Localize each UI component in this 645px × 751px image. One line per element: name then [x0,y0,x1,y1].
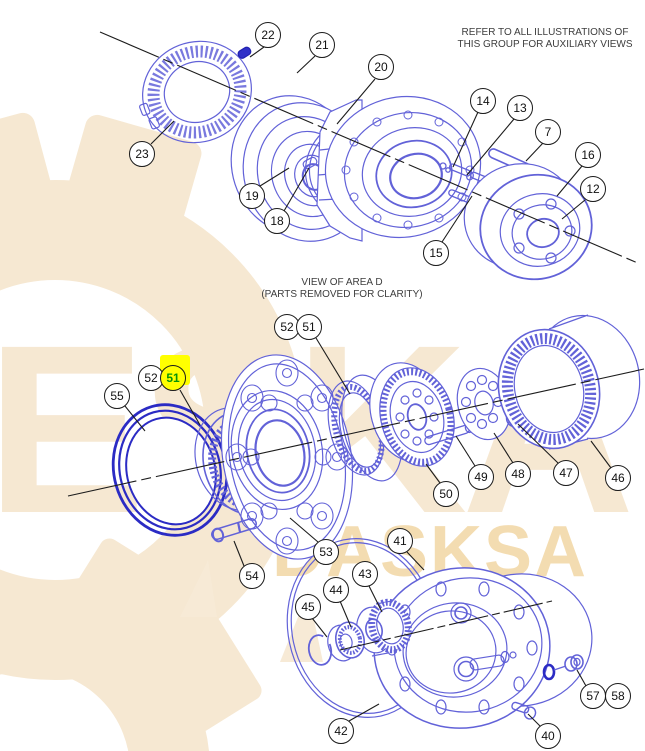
seal-part [111,403,229,537]
callout-41[interactable]: 41 [387,528,413,554]
callout-54[interactable]: 54 [239,563,265,589]
stud-part [211,517,257,543]
bottom-view-drawing [286,538,593,729]
carrier-part [373,567,593,729]
callout-7[interactable]: 7 [535,119,561,145]
callout-58[interactable]: 58 [605,683,631,709]
callout-46[interactable]: 46 [605,465,631,491]
callout-53[interactable]: 53 [313,539,339,565]
callout-16[interactable]: 16 [575,142,601,168]
hub-part [220,354,354,560]
callout-23[interactable]: 23 [129,141,155,167]
callout-51-left-highlighted[interactable]: 51 [160,365,186,391]
callout-52-top[interactable]: 52 [274,314,300,340]
callout-12[interactable]: 12 [580,176,606,202]
gear-part [369,362,455,467]
callout-55[interactable]: 55 [104,383,130,409]
ring-gear-part [497,314,641,450]
callout-42[interactable]: 42 [328,718,354,744]
callout-43[interactable]: 43 [352,561,378,587]
callout-13[interactable]: 13 [507,95,533,121]
housing-part [316,95,482,242]
callout-20[interactable]: 20 [368,54,394,80]
callout-57[interactable]: 57 [580,683,606,709]
callout-40[interactable]: 40 [535,723,561,749]
view-caption-line2: (PARTS REMOVED FOR CLARITY) [261,288,423,300]
callout-15[interactable]: 15 [423,240,449,266]
callout-49[interactable]: 49 [468,464,494,490]
coupling-part [327,621,365,662]
washer-plug-parts [542,654,584,681]
drum-part [463,163,593,281]
callout-22[interactable]: 22 [255,22,281,48]
view-caption-line1: VIEW OF AREA D [301,277,383,288]
callout-48[interactable]: 48 [505,461,531,487]
carrier-rim-holes [386,581,538,715]
callout-14[interactable]: 14 [470,88,496,114]
housing-bolt-holes [341,110,475,230]
callout-51-top[interactable]: 51 [296,314,322,340]
bolt-part [511,701,537,720]
callout-18[interactable]: 18 [264,208,290,234]
middle-view-drawing [111,314,641,560]
leader-lines [67,31,645,728]
plug-part [237,46,252,59]
sun-gear-part [356,598,412,657]
auxiliary-views-note: REFER TO ALL ILLUSTRATIONS OF THIS GROUP… [445,27,645,50]
callout-50[interactable]: 50 [433,481,459,507]
callout-44[interactable]: 44 [323,577,349,603]
view-caption: VIEW OF AREA D (PARTS REMOVED FOR CLARIT… [231,277,453,300]
perforated-ring-part [139,40,252,144]
snap-ring-part [307,634,333,666]
auxiliary-views-note-line2: THIS GROUP FOR AUXILIARY VIEWS [457,38,633,50]
callout-19[interactable]: 19 [239,183,265,209]
callout-47[interactable]: 47 [553,460,579,486]
callout-21[interactable]: 21 [309,32,335,58]
callout-45[interactable]: 45 [295,594,321,620]
auxiliary-views-note-line1: REFER TO ALL ILLUSTRATIONS OF [461,27,629,38]
